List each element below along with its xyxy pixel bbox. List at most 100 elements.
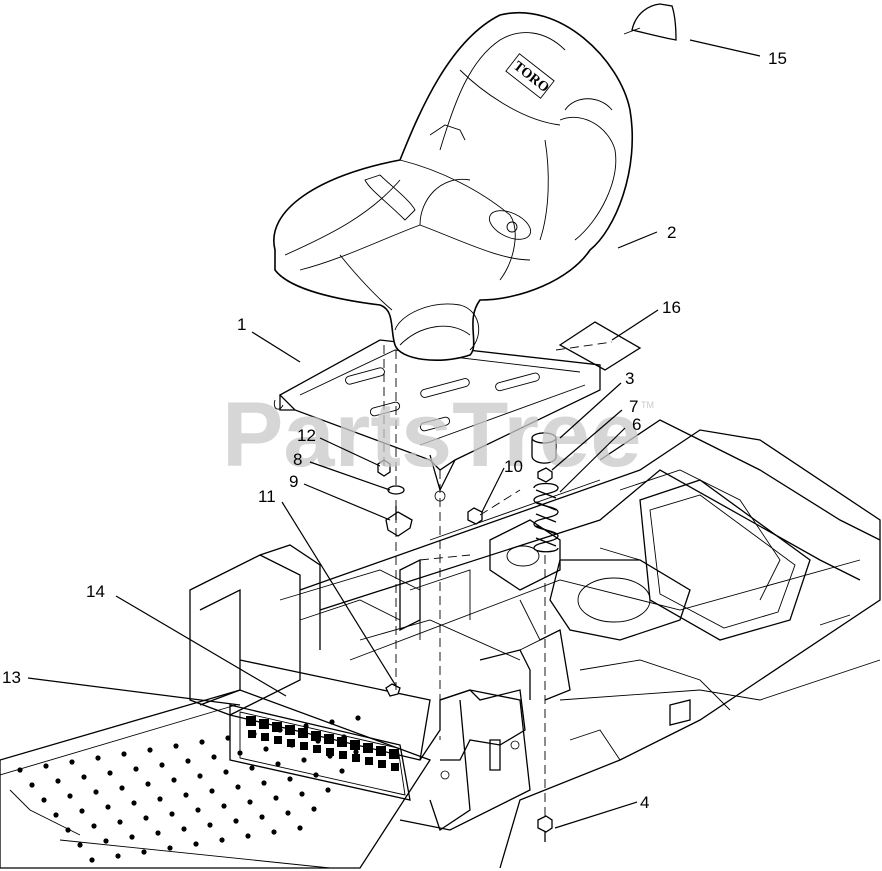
floor-perforation [275,761,281,767]
floor-perforation [285,810,291,816]
decal-symbol [378,760,386,768]
floor-perforation [185,758,191,764]
decal-symbol [376,746,386,756]
callout-3: 3 [625,369,634,388]
callout-11: 11 [258,487,276,506]
floor-perforation [141,849,147,855]
callout-15: 15 [768,49,787,68]
watermark-trademark: TM [641,400,654,410]
floor-perforation [143,815,149,821]
floor-perforation [67,793,73,799]
floor-perforation [329,719,335,725]
floor-perforation [145,781,151,787]
decal-part-15 [623,3,677,41]
floor-perforation [261,780,267,786]
floor-perforation [29,782,35,788]
callout-16: 16 [662,298,681,317]
decal-symbol [259,719,269,729]
floor-perforation [211,754,217,760]
callout-4: 4 [640,793,649,812]
seat-cushion: TORO [273,11,634,361]
floor-perforation [221,803,227,809]
decal-symbol [246,716,256,726]
floor-perforation [233,818,239,824]
floor-perforation [157,796,163,802]
floor-perforation [209,788,215,794]
floor-perforation [195,807,201,813]
floor-perforation [69,759,75,765]
floor-perforation [297,825,303,831]
floor-perforation [159,762,165,768]
decal-symbol [352,754,360,762]
watermark: PartsTree TM [222,384,654,486]
console-box [189,544,531,832]
callout-7: 7 [629,397,638,416]
floor-perforation [117,819,123,825]
floor-perforation [53,812,59,818]
floor-perforation [263,746,269,752]
floor-perforation [223,769,229,775]
decal-symbol [350,740,360,750]
callout-6: 6 [632,415,641,434]
floor-perforation [249,765,255,771]
assembly-guide-lines [383,345,546,820]
floor-perforation [219,837,225,843]
decal-symbol [339,751,347,759]
callout-14: 14 [86,582,105,601]
decal-symbol [261,733,269,741]
decal-symbol [274,736,282,744]
decal-symbol [326,748,334,756]
callout-13: 13 [2,668,21,687]
floor-perforation [247,799,253,805]
floor-perforation [193,841,199,847]
floor-perforation [311,806,317,812]
floor-perforation [207,822,213,828]
floor-perforation [81,774,87,780]
decal-symbol [313,745,321,753]
floor-perforation [119,785,125,791]
chassis-frame [299,419,881,869]
callout-1: 1 [237,315,246,334]
floor-perforation [77,842,83,848]
floor-perforation [271,829,277,835]
bolt-10 [467,507,483,525]
callout-8: 8 [293,450,302,469]
decal-symbol [389,749,399,759]
floor-perforation [199,739,205,745]
floor-perforation [183,792,189,798]
floor-perforation [89,857,95,863]
floor-perforation [181,826,187,832]
floor-perforation [171,777,177,783]
floor-perforation [301,757,307,763]
floor-perforation [325,787,331,793]
callout-2: 2 [667,223,676,242]
decal-symbol [365,757,373,765]
callout-leaders [27,39,761,829]
rubber-bumper [531,432,557,464]
floor-perforation [353,749,359,755]
floor-holes [17,715,361,863]
callout-9: 9 [289,472,298,491]
hardware [377,459,553,842]
floor-perforation [339,768,345,774]
callout-12: 12 [297,426,316,445]
floor-perforation [173,743,179,749]
floor-perforation [41,797,47,803]
washer-8 [387,485,405,495]
floor-perforation [121,751,127,757]
floor-plate [0,689,431,869]
floor-perforation [235,784,241,790]
decal-symbol [248,730,256,738]
floor-perforation [167,845,173,851]
decal-symbol [298,728,308,738]
callout-labels: 1 2 3 4 6 7 8 9 10 11 12 13 14 15 16 [2,49,787,812]
floor-perforation [17,767,23,773]
floor-perforation [107,770,113,776]
floor-perforation [105,804,111,810]
floor-perforation [43,763,49,769]
floor-perforation [287,776,293,782]
floor-perforation [245,833,251,839]
floor-perforation [197,773,203,779]
seat-spring [533,467,559,553]
floor-perforation [95,755,101,761]
